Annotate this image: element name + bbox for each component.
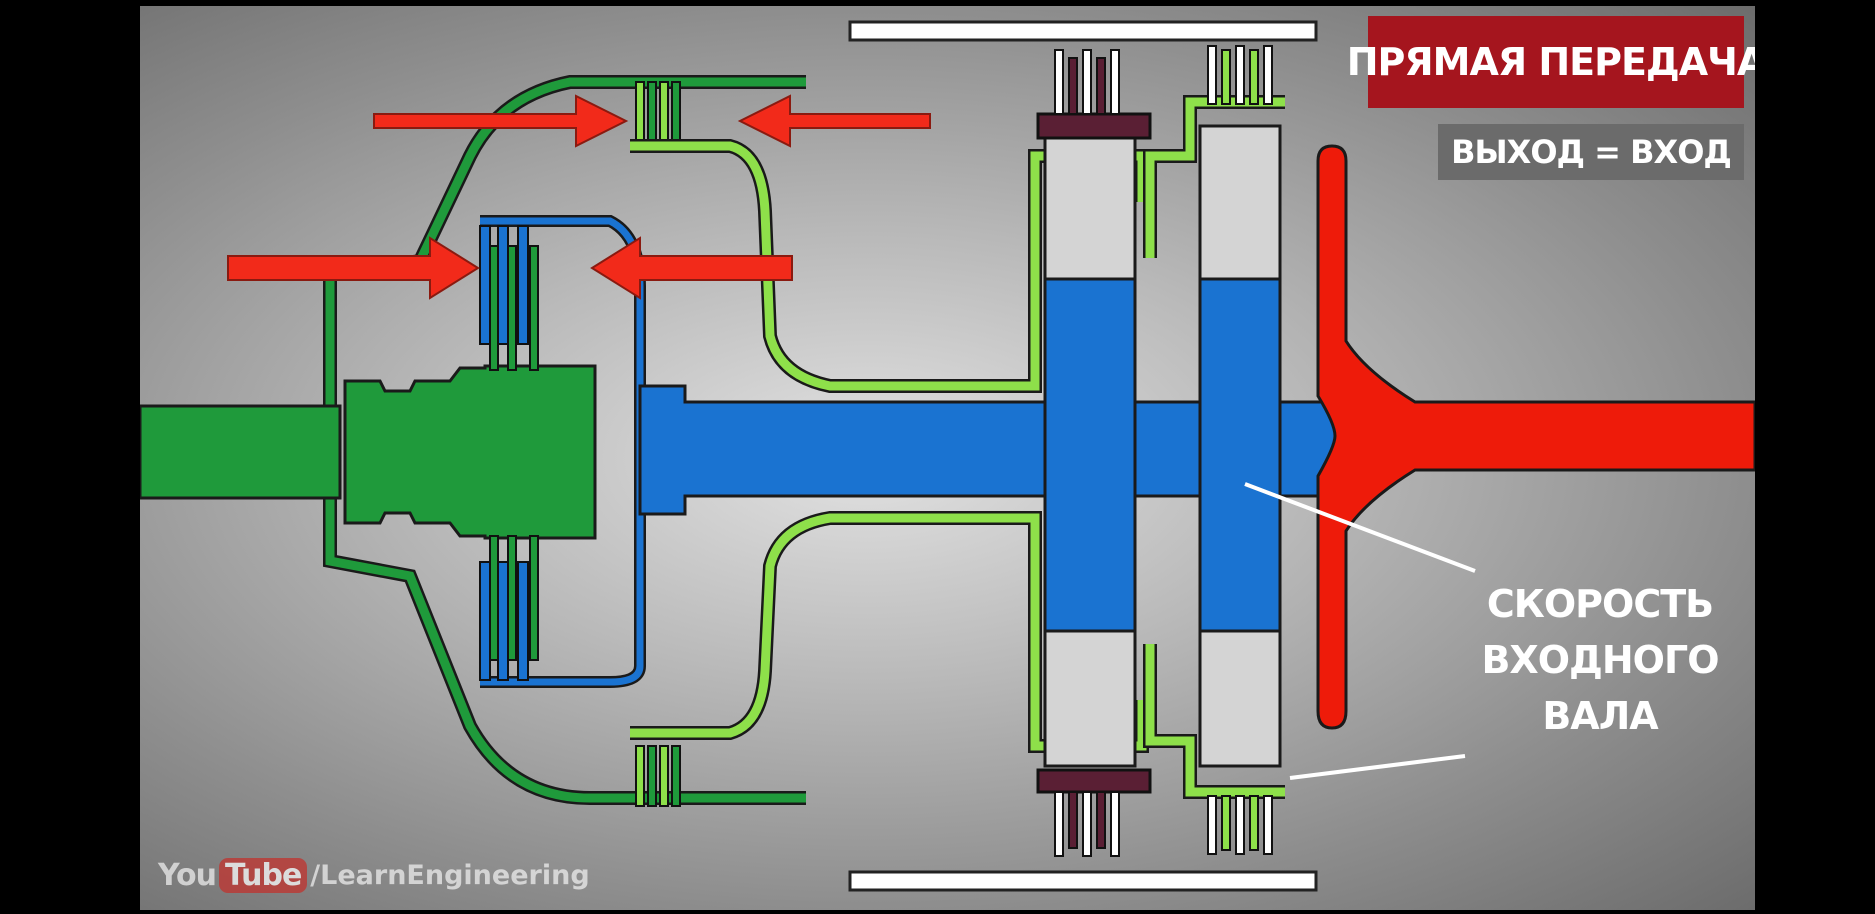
green-clutch-pack-bottom (635, 745, 681, 807)
video-canvas[interactable]: ПРЯМАЯ ПЕРЕДАЧА ВЫХОД = ВХОД СКОРОСТЬ ВХ… (140, 6, 1755, 910)
blue-clutch-pack-bottom (479, 535, 539, 681)
watermark-you: You (158, 858, 217, 893)
subtitle-banner: ВЫХОД = ВХОД (1438, 124, 1744, 180)
brake-plates-bottom-1 (1054, 791, 1120, 857)
right-arrow-icon (373, 94, 629, 148)
watermark-tube: Tube (218, 858, 308, 893)
planet-gear-1 (1043, 277, 1137, 633)
holder-top-1 (1036, 112, 1152, 140)
lower-housing-bar (848, 870, 1318, 892)
callout-line-2: ВХОДНОГО (1481, 638, 1719, 682)
callout-line-lower (1289, 754, 1466, 780)
holder-bottom-1 (1036, 768, 1152, 794)
green-clutch-pack-top (635, 81, 681, 145)
brake-plates-bottom-2 (1207, 795, 1273, 855)
title-banner: ПРЯМАЯ ПЕРЕДАЧА (1347, 16, 1755, 108)
callout-line-upper (1244, 482, 1476, 573)
callout-label: СКОРОСТЬ ВХОДНОГО ВАЛА (1475, 576, 1725, 744)
brake-plates-top-1 (1054, 49, 1120, 115)
watermark-channel: /LearnEngineering (310, 860, 590, 891)
callout-line-3: ВАЛА (1542, 694, 1658, 738)
right-arrow-icon (227, 236, 480, 300)
planet-gear-2 (1198, 277, 1282, 633)
blue-clutch-pack-top (479, 225, 539, 371)
left-arrow-icon (590, 236, 793, 300)
input-shaft (140, 404, 342, 500)
left-arrow-icon (737, 94, 931, 148)
transmission-diagram (140, 20, 1755, 892)
callout-line-1: СКОРОСТЬ (1486, 582, 1714, 626)
title-text: ПРЯМАЯ ПЕРЕДАЧА (1346, 40, 1755, 84)
input-hub (343, 364, 597, 540)
brake-plates-top-2 (1207, 45, 1273, 105)
youtube-watermark[interactable]: You Tube /LearnEngineering (158, 858, 590, 893)
output-shaft (1316, 144, 1755, 730)
upper-housing-bar (848, 20, 1318, 42)
subtitle-text: ВЫХОД = ВХОД (1451, 133, 1732, 171)
